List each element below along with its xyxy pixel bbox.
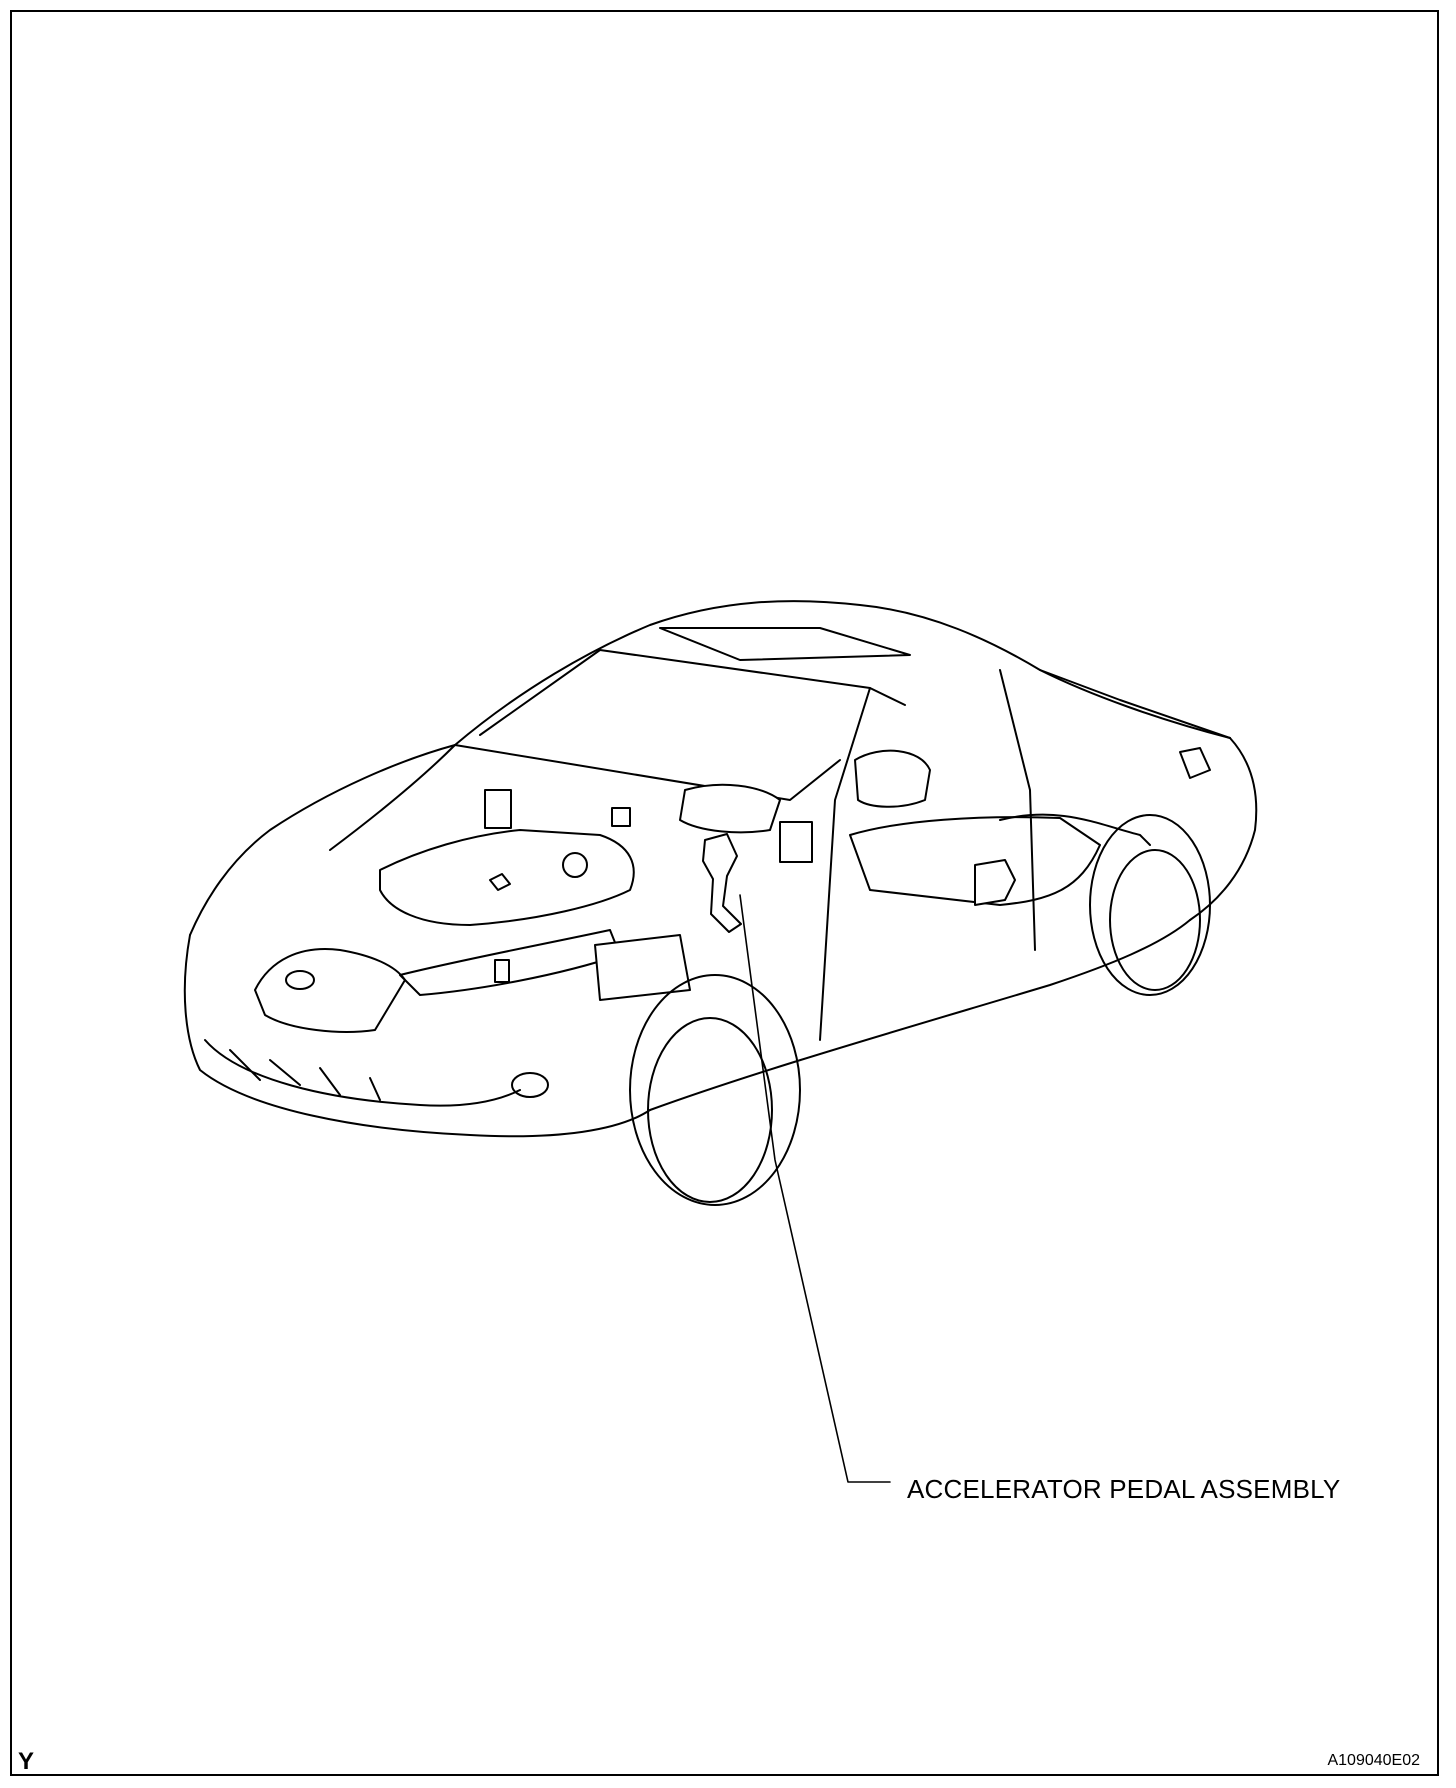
accelerator-pedal-assembly [702,833,742,933]
front-fascia [183,934,651,1138]
mirror [854,749,931,808]
battery [594,934,691,1001]
front-wheel-arch [629,974,801,1206]
windshield-top [479,649,906,736]
grille [254,948,406,1033]
center-module [779,821,813,863]
lower-intake [204,1039,521,1107]
callout-accelerator-pedal-assembly: ACCELERATOR PEDAL ASSEMBLY [907,1474,1341,1504]
a-pillar [819,687,871,1041]
roof-outline [454,600,1231,746]
hood-line [329,744,456,851]
callout-leader [739,894,891,1483]
bumper-vents [229,1049,381,1101]
cap [562,852,588,878]
rear-wheel [1109,849,1201,991]
fuel-door [1179,747,1211,779]
hood-outline [189,744,456,936]
front-wheel [647,1017,773,1203]
figure-code: A109040E02 [1327,1752,1420,1769]
fuel-pump [974,859,1016,906]
sunroof [659,627,911,661]
corner-mark: Y [18,1748,35,1775]
rear-window [1039,669,1231,739]
diagram-frame [10,10,1439,1776]
ecm-small [611,807,631,827]
sensor-a [489,873,511,891]
rear-quarter [1189,737,1258,921]
relay-box [484,789,512,829]
sensor-b [494,959,510,983]
fog-lamp [511,1072,549,1098]
door-pillar [999,669,1036,951]
engine-cover [379,829,635,926]
rear-wheel-arch [1089,814,1211,996]
rear-harness [999,813,1151,846]
rocker-panel [649,919,1191,1111]
windshield-base [454,744,841,801]
intake-duct [679,783,781,834]
emblem [285,970,315,990]
floor-panel [849,816,1101,906]
